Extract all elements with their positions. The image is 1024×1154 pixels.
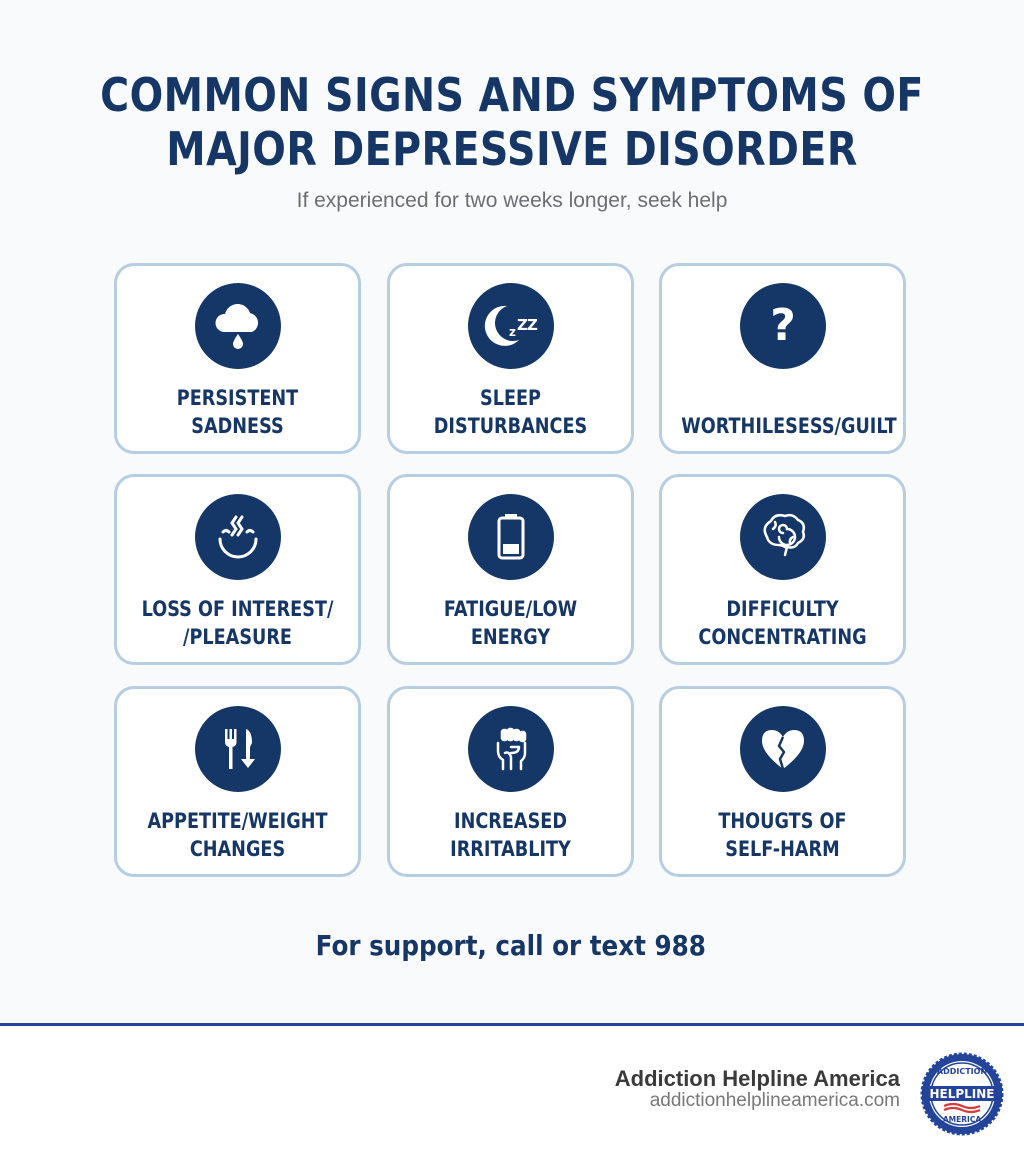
svg-text:Z: Z [527, 316, 538, 334]
brain-icon [739, 494, 826, 580]
footer-divider [0, 1023, 1024, 1026]
brand-name: Addiction Helpline America [614, 1066, 900, 1091]
support-callout: For support, call or text 988 [315, 929, 706, 962]
helpline-logo-badge: ADDICTION HELPLINE AMERICA [920, 1052, 1004, 1136]
svg-text:?: ? [770, 300, 796, 351]
subtitle: If experienced for two weeks longer, see… [296, 189, 728, 212]
symptom-card-loss-of-interest: LOSS OF INTEREST//PLEASURE [114, 474, 361, 665]
cloud-raindrop-icon [194, 283, 281, 369]
svg-text:AMERICA: AMERICA [943, 1115, 981, 1124]
smile-squiggle-icon [194, 494, 281, 580]
symptom-card-worthlessness-guilt: ? WORTHILESESS/GUILT [659, 263, 906, 454]
symptom-label: WORTHILESESS/GUILT [681, 414, 897, 438]
broken-heart-icon [739, 706, 826, 792]
symptom-label: LOSS OF INTEREST//PLEASURE [141, 597, 334, 649]
title-line-1: COMMON SIGNS AND SYMPTOMS OF [100, 68, 924, 122]
svg-text:HELPLINE: HELPLINE [929, 1087, 994, 1101]
fork-knife-down-icon [194, 706, 281, 792]
question-mark-icon: ? [739, 283, 826, 369]
brand-url[interactable]: addictionhelplineamerica.com [649, 1090, 900, 1111]
svg-text:z: z [509, 325, 516, 339]
page-title: COMMON SIGNS AND SYMPTOMS OF MAJOR DEPRE… [72, 68, 953, 176]
low-battery-icon [467, 494, 554, 580]
footer [0, 1026, 1024, 1154]
svg-text:ADDICTION: ADDICTION [937, 1067, 987, 1076]
clenched-fist-icon [467, 706, 554, 792]
title-line-2: MAJOR DEPRESSIVE DISORDER [166, 122, 858, 176]
svg-text:Z: Z [517, 316, 528, 334]
